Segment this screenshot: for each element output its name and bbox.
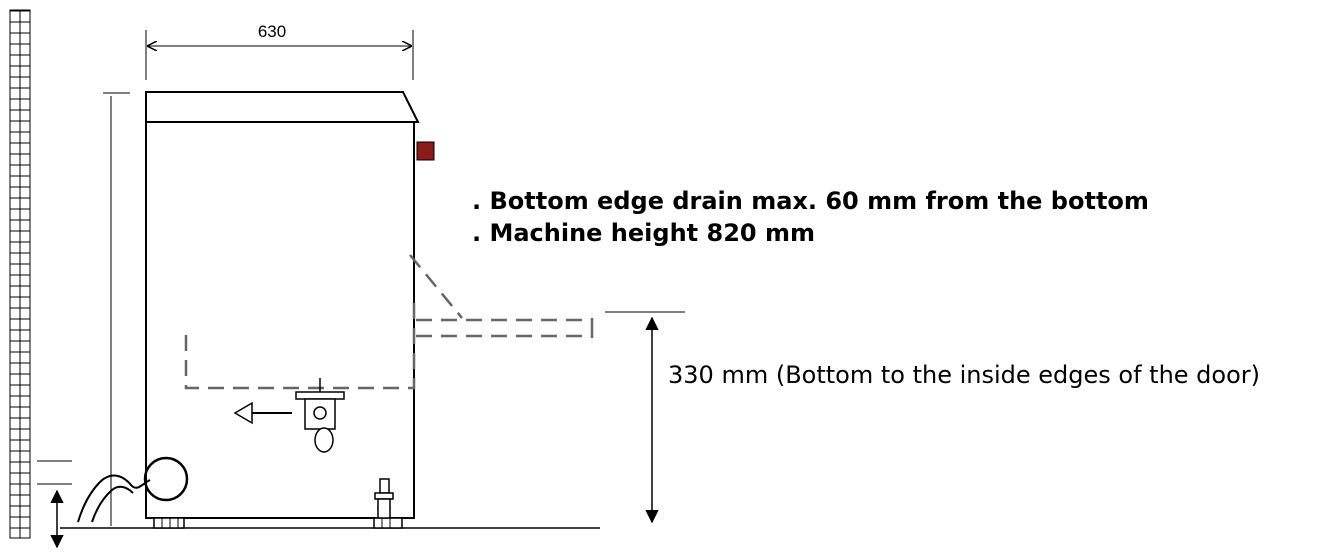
machine-foot-left bbox=[153, 517, 185, 529]
drain-height-note: . Bottom edge drain max. 60 mm from the … bbox=[472, 187, 1149, 215]
machine-foot-right bbox=[373, 517, 403, 529]
width-label: 630 bbox=[258, 22, 286, 41]
tiled-wall bbox=[9, 9, 31, 539]
width-dimension: 630 bbox=[145, 22, 414, 80]
control-indicator bbox=[416, 141, 435, 161]
door-height-dimension bbox=[605, 311, 685, 524]
drain-hose bbox=[77, 456, 189, 523]
tap-fitting bbox=[374, 478, 394, 519]
door-height-label: 330 mm (Bottom to the inside edges of th… bbox=[668, 361, 1261, 389]
machine-body bbox=[145, 91, 435, 529]
height-dimension bbox=[103, 92, 130, 526]
drain-outlet bbox=[295, 378, 345, 453]
drain-direction-arrow bbox=[233, 401, 292, 425]
machine-height-note: . Machine height 820 mm bbox=[472, 219, 815, 247]
internal-tank-outline bbox=[184, 254, 594, 390]
wall-offset-dimension bbox=[37, 460, 72, 549]
